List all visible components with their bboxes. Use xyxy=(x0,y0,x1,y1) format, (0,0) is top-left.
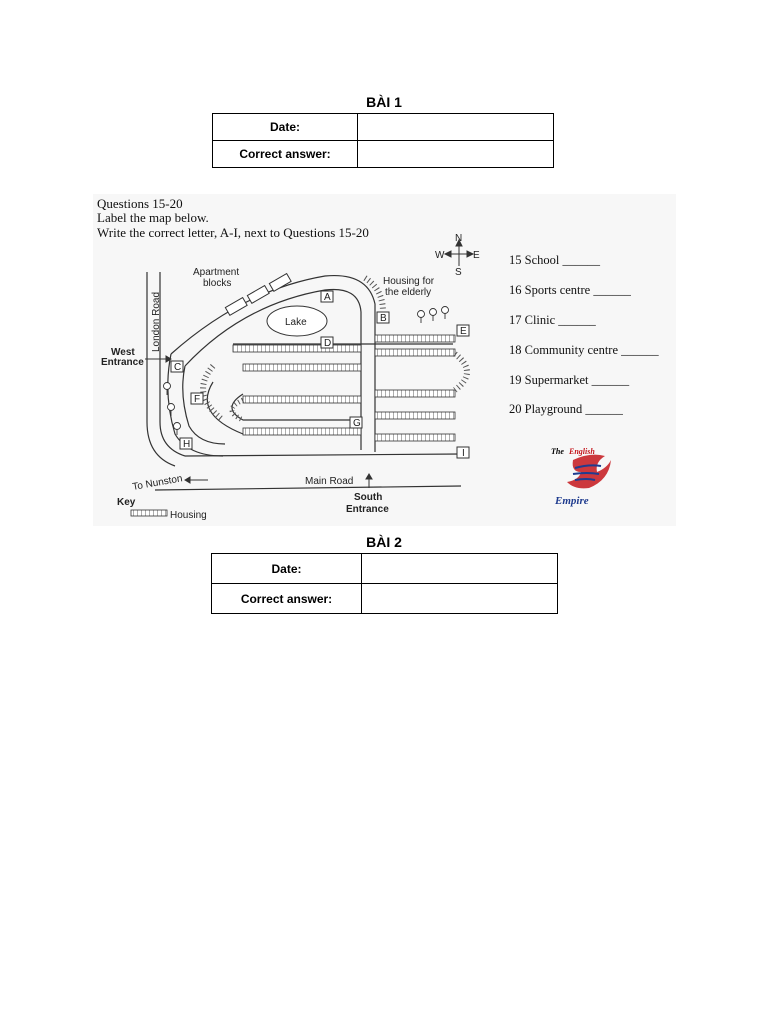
tree-icon xyxy=(163,306,449,435)
question-19: 19 Supermarket ______ xyxy=(509,373,630,387)
date-label: Date: xyxy=(211,553,362,584)
letter-boxes xyxy=(170,290,470,459)
letter-c: C xyxy=(174,362,181,373)
date-field[interactable] xyxy=(357,113,554,141)
london-road-label: London Road xyxy=(151,292,162,352)
question-20: 20 Playground ______ xyxy=(509,402,623,416)
letter-d: D xyxy=(324,338,331,349)
letter-e: E xyxy=(460,326,467,337)
table-row: Date: xyxy=(211,553,558,584)
apartment-label: Apartment xyxy=(193,267,239,278)
key-label: Key xyxy=(117,497,136,508)
date-field[interactable] xyxy=(361,553,558,584)
instruction-line-3: Write the correct letter, A-I, next to Q… xyxy=(97,225,369,240)
compass-e: E xyxy=(473,250,480,261)
correct-answer-label: Correct answer: xyxy=(211,583,362,614)
answer-table-1: Date: Correct answer: xyxy=(212,113,554,168)
map-figure: Questions 15-20 Label the map below. Wri… xyxy=(93,194,676,526)
logo-the: The xyxy=(551,447,564,456)
correct-answer-field[interactable] xyxy=(357,140,554,168)
question-17: 17 Clinic ______ xyxy=(509,313,596,327)
the-english-empire-logo: The English Empire xyxy=(545,442,625,514)
letter-a: A xyxy=(324,292,331,303)
arrow-up-icon xyxy=(365,473,373,488)
compass-n: N xyxy=(455,233,462,244)
key-housing-swatch xyxy=(130,509,168,517)
map-diagram: N S E W London Road Main Road To Nunston… xyxy=(101,233,480,521)
correct-answer-label: Correct answer: xyxy=(212,140,358,168)
answer-table-2: Date: Correct answer: xyxy=(211,553,558,614)
west-label: West xyxy=(111,347,135,358)
letter-g: G xyxy=(353,418,361,429)
main-road-label: Main Road xyxy=(305,476,353,487)
housing-strips xyxy=(200,275,470,442)
lake-label: Lake xyxy=(285,317,307,328)
apartment-blocks xyxy=(224,272,292,317)
south-entrance-label: Entrance xyxy=(346,504,389,515)
instruction-line-1: Questions 15-20 xyxy=(97,196,183,211)
compass-icon xyxy=(443,238,475,266)
lake xyxy=(266,305,328,337)
question-16: 16 Sports centre ______ xyxy=(509,283,631,297)
table-row: Correct answer: xyxy=(212,140,554,168)
letter-b: B xyxy=(380,313,387,324)
main-road xyxy=(154,453,462,491)
section-2-title: BÀI 2 xyxy=(366,534,402,550)
letter-f: F xyxy=(194,394,200,405)
compass-w: W xyxy=(435,250,445,261)
table-row: Date: xyxy=(212,113,554,141)
instruction-line-2: Label the map below. xyxy=(97,210,209,225)
date-label: Date: xyxy=(212,113,358,141)
question-18: 18 Community centre ______ xyxy=(509,343,659,357)
arrow-left-icon xyxy=(184,476,208,484)
question-15: 15 School ______ xyxy=(509,253,600,267)
blocks-label: blocks xyxy=(203,278,231,289)
arrow-right-icon xyxy=(145,355,172,363)
correct-answer-field[interactable] xyxy=(361,583,558,614)
letter-h: H xyxy=(183,439,190,450)
logo-empire: Empire xyxy=(554,495,589,507)
south-label: South xyxy=(354,492,382,503)
section-1-title: BÀI 1 xyxy=(366,94,402,110)
logo-english: English xyxy=(568,447,595,456)
compass-s: S xyxy=(455,267,462,278)
west-entrance-label: Entrance xyxy=(101,357,144,368)
housing-for-label: Housing for xyxy=(383,276,435,287)
estate-road xyxy=(167,274,453,457)
letter-i: I xyxy=(462,448,465,459)
table-row: Correct answer: xyxy=(211,583,558,614)
the-elderly-label: the elderly xyxy=(385,287,431,298)
london-road xyxy=(146,272,186,467)
key-housing-label: Housing xyxy=(170,510,207,521)
